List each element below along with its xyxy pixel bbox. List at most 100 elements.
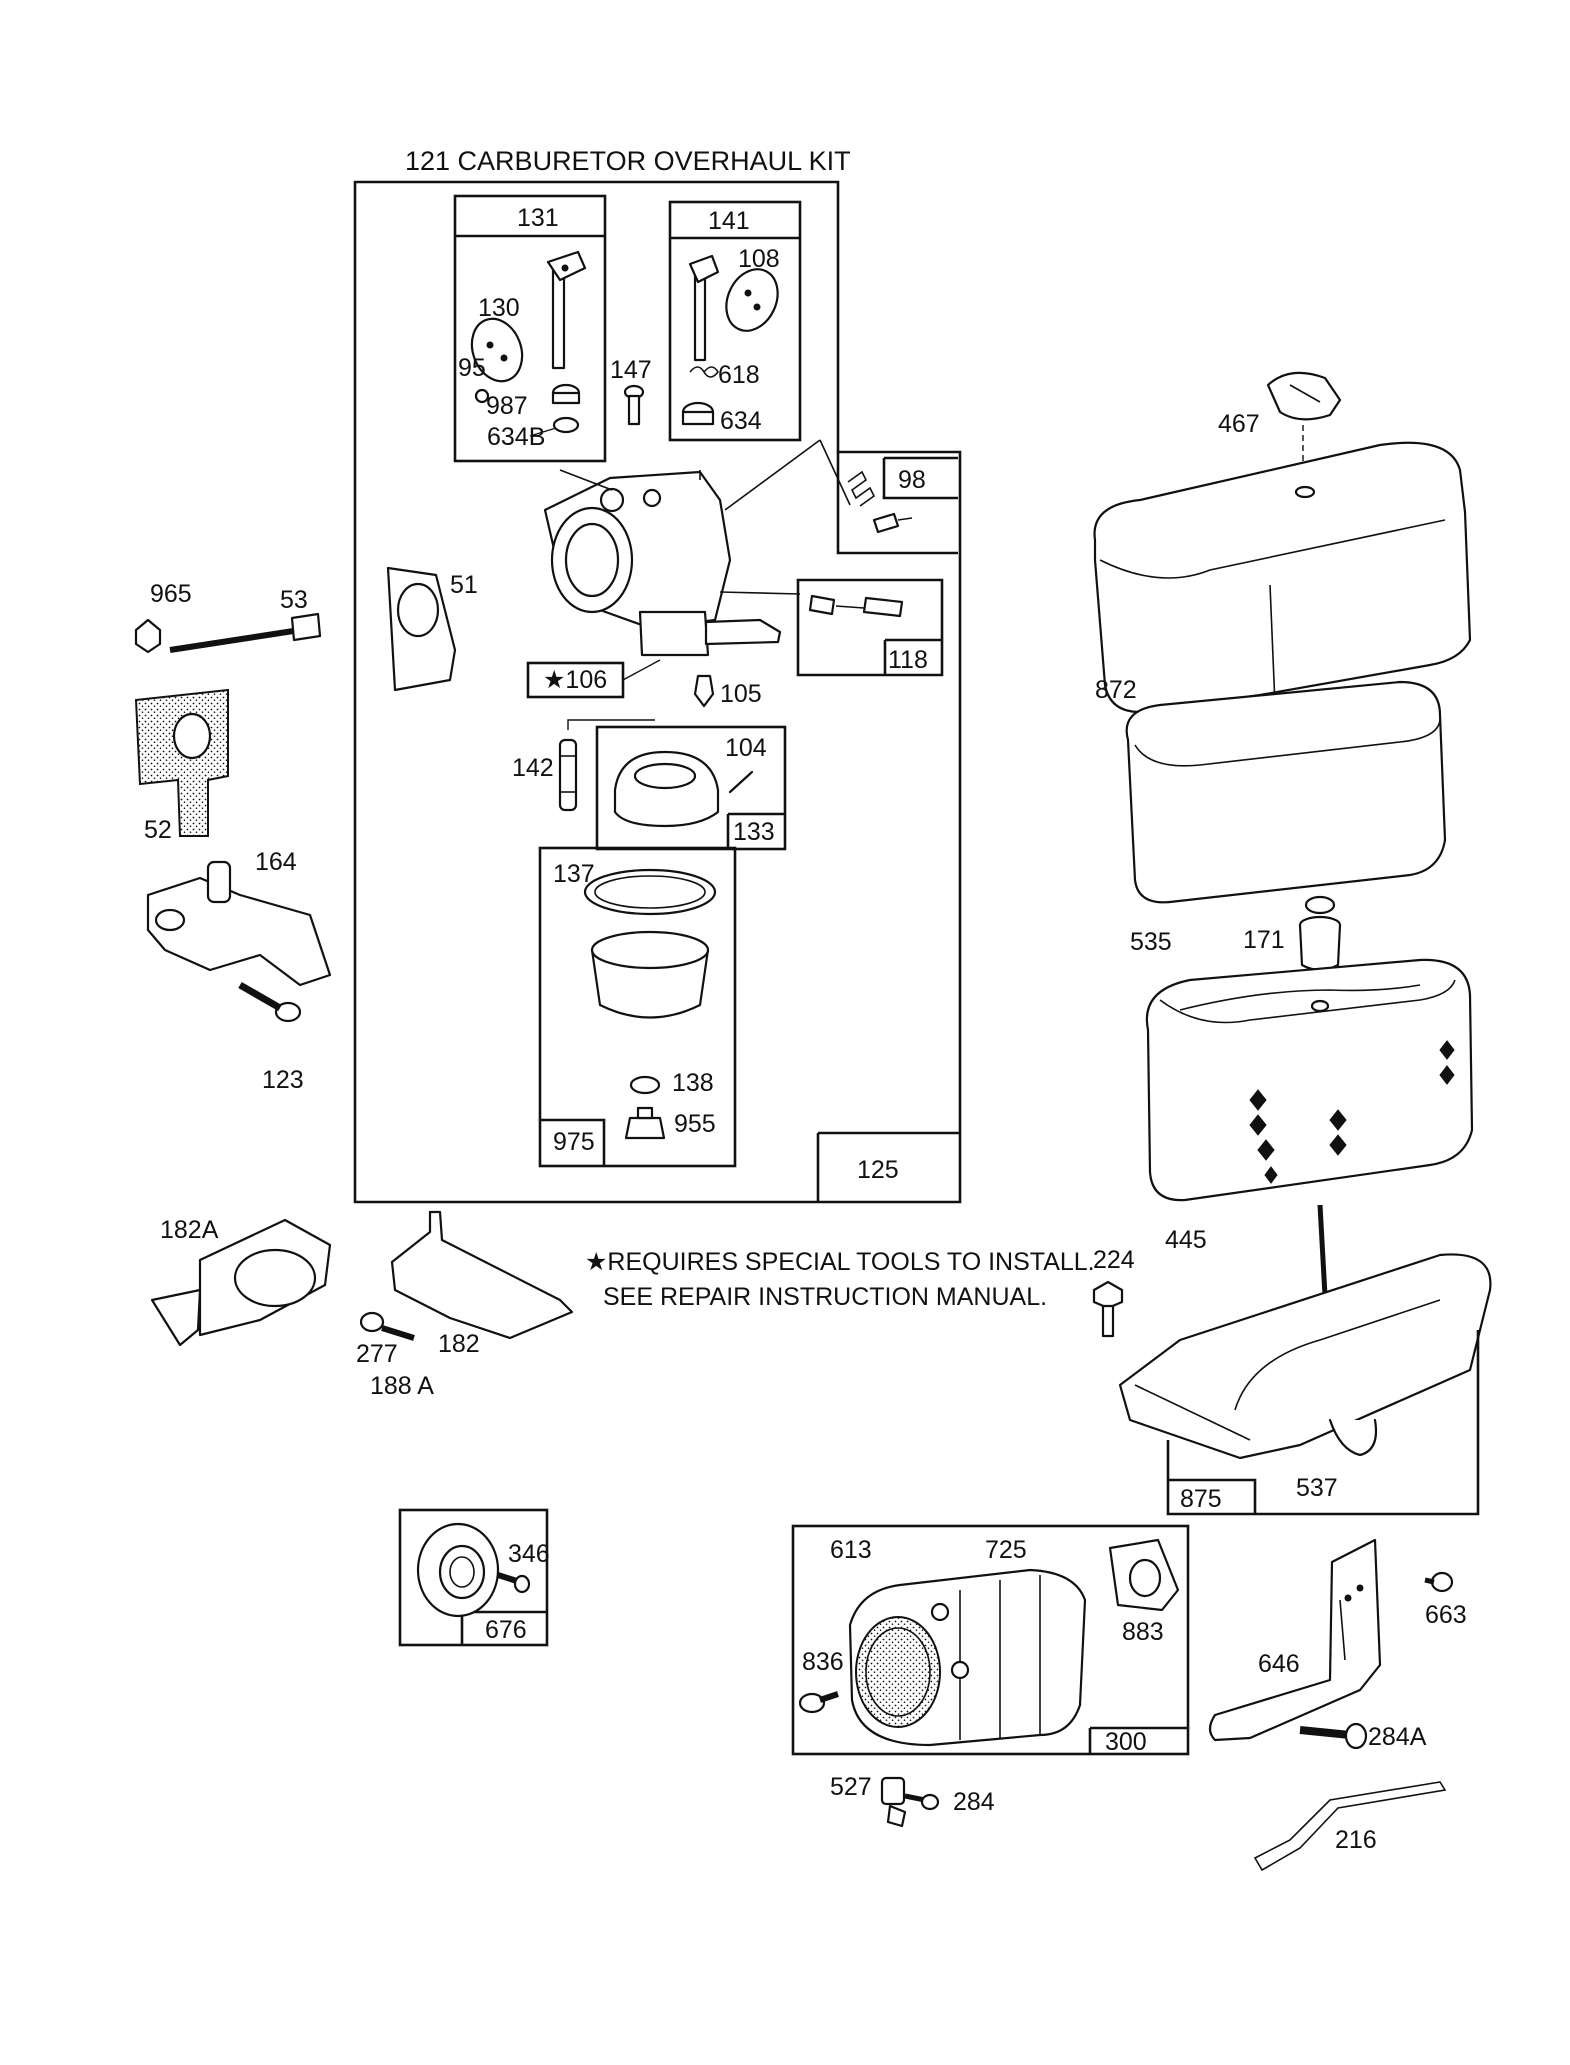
box-98-label: 98 [898,466,926,494]
label-663: 663 [1425,1601,1467,1629]
knob-467 [1266,371,1342,421]
box-141 [668,200,802,442]
throttle-shaft [688,254,720,362]
box-98 [836,452,958,555]
label-646: 646 [1258,1650,1300,1678]
label-182: 182 [438,1330,480,1358]
screw-284 [904,1793,940,1811]
box-141-label: 141 [708,207,750,235]
cover-872 [1093,441,1472,714]
precleaner-535 [1125,680,1447,904]
filter-pattern [1249,1040,1455,1184]
gasket-52 [134,688,229,837]
float-133 [613,750,720,828]
float-bowl [590,930,710,1019]
seal-assembly [416,1522,500,1618]
idle-spring-screw [847,470,913,534]
base-537 [1118,1253,1492,1460]
label-164: 164 [255,848,297,876]
gasket-51 [386,566,457,692]
carburetor-body [543,439,851,657]
label-224: 224 [1093,1246,1135,1274]
label-147: 147 [610,356,652,384]
box-676-label: 676 [485,1616,527,1644]
label-527: 527 [830,1773,872,1801]
stud-53 [169,612,322,653]
label-182a: 182A [160,1216,219,1244]
box-106-label: ★106 [543,666,607,694]
kit-title: 121 CARBURETOR OVERHAUL KIT [405,146,851,176]
nut-965 [134,618,162,654]
choke-shaft [546,250,587,370]
box-118 [796,578,944,677]
label-51: 51 [450,571,478,599]
cylinder-head [848,1568,1087,1747]
bowl-nut-955 [624,1106,666,1140]
label-52: 52 [144,816,172,844]
label-955: 955 [674,1110,716,1138]
label-634: 634 [720,407,762,435]
label-987: 987 [486,392,528,420]
label-130: 130 [478,294,520,322]
baffle-182a [150,1218,332,1347]
gasket-883 [1108,1538,1180,1612]
label-171: 171 [1243,926,1285,954]
box-131 [453,194,607,463]
choke-screw [474,388,490,404]
washer-138 [629,1075,661,1095]
box-118-label: 118 [888,646,928,674]
screw-346 [497,1572,531,1594]
label-105: 105 [720,680,762,708]
label-138: 138 [672,1069,714,1097]
screw-284a [1299,1722,1368,1750]
bracket-646 [1208,1538,1382,1742]
label-872: 872 [1095,676,1137,704]
label-445: 445 [1165,1226,1207,1254]
intake-elbow-164 [146,860,332,987]
note-line-1: ★REQUIRES SPECIAL TOOLS TO INSTALL. [585,1248,1095,1276]
mixture-needle [808,594,904,618]
box-131-label: 131 [517,204,559,232]
label-284: 284 [953,1788,995,1816]
screw-277 [359,1311,415,1341]
label-277: 277 [356,1340,398,1368]
label-53: 53 [280,586,308,614]
screw-663 [1424,1571,1454,1593]
carburetor-kit-outline [353,180,962,1204]
throttle-seal [681,401,715,426]
screw-147 [623,384,645,426]
screw-123 [238,981,302,1023]
box-300-label: 300 [1105,1728,1147,1756]
grommet-171 [1298,895,1342,972]
choke-plate [470,317,524,383]
label-634b: 634B [487,423,545,451]
filter-445 [1145,958,1474,1202]
choke-seal [551,383,581,405]
box-300 [791,1524,1190,1756]
label-216: 216 [1335,1826,1377,1854]
label-346: 346 [508,1540,550,1568]
box-676 [398,1508,549,1647]
label-613: 613 [830,1536,872,1564]
box-975 [538,846,737,1168]
label-965: 965 [150,580,192,608]
label-104: 104 [725,734,767,762]
baffle-182 [390,1210,574,1340]
box-133-label: 133 [733,818,775,846]
throttle-plate [725,268,779,332]
jet-105 [693,674,715,708]
label-284a: 284A [1368,1723,1427,1751]
clip-527 [880,1776,907,1828]
throttle-spring [689,366,719,378]
label-537: 537 [1296,1474,1338,1502]
float-bowl-gasket [583,868,717,916]
pin-104 [728,770,754,794]
note-line-2: SEE REPAIR INSTRUCTION MANUAL. [603,1283,1047,1311]
label-836: 836 [802,1648,844,1676]
box-975-label: 975 [553,1128,595,1156]
label-142: 142 [512,754,554,782]
label-108: 108 [738,245,780,273]
label-883: 883 [1122,1618,1164,1646]
